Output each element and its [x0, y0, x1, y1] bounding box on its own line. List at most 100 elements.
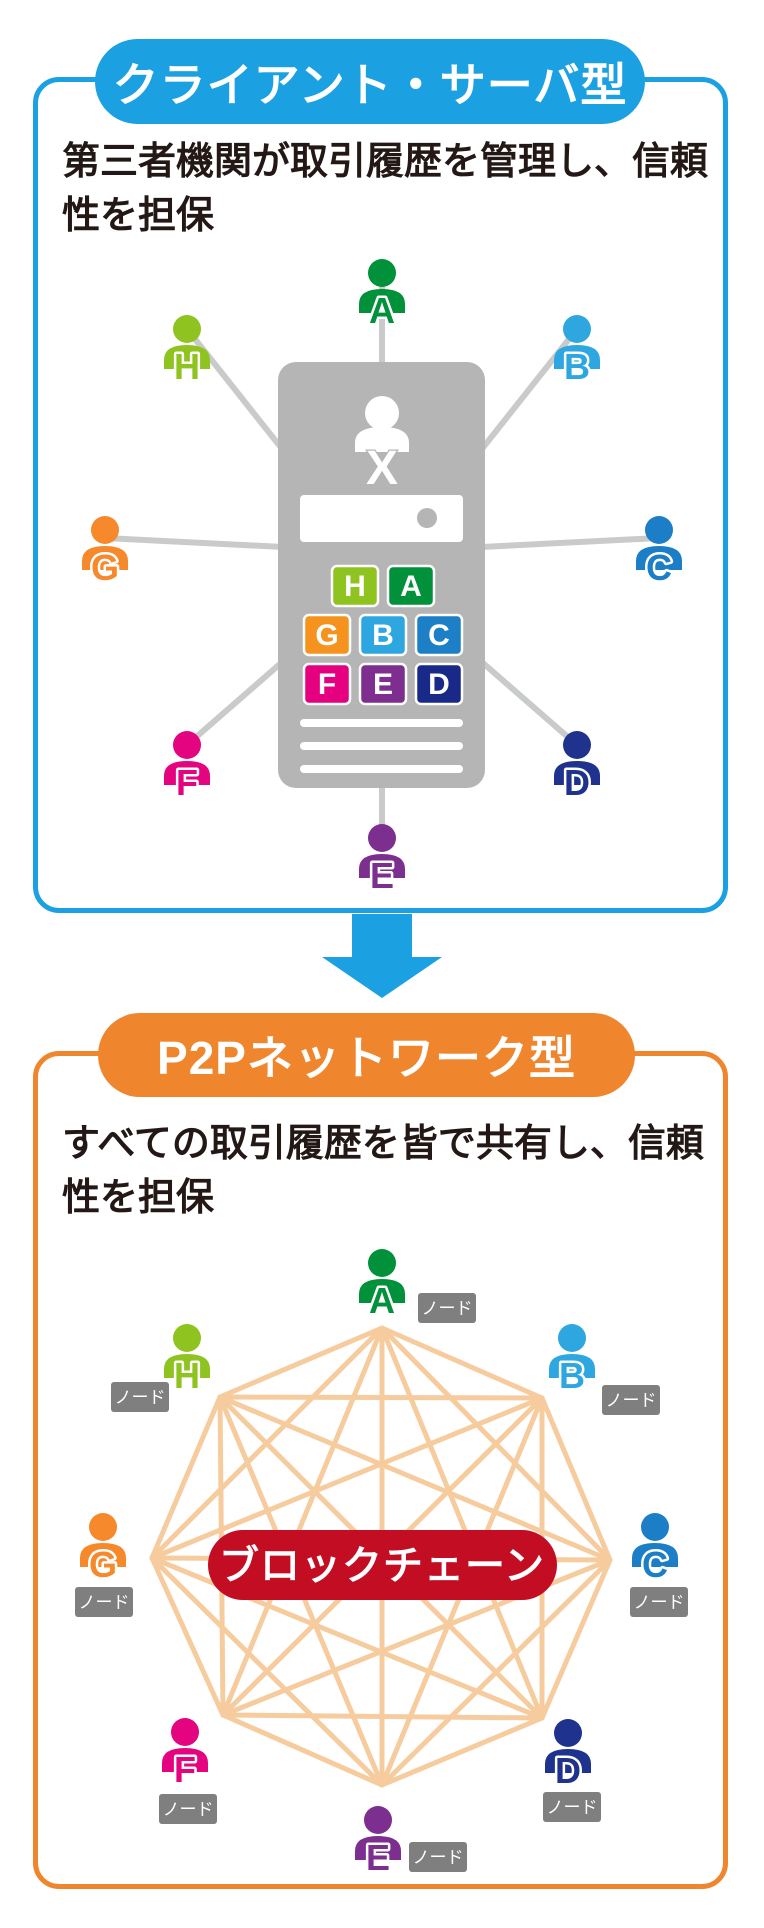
chip-f-letter: F	[318, 668, 336, 701]
chip-f-rect	[302, 662, 352, 706]
node-badge-b: ノード	[602, 1385, 660, 1415]
client-person-d: D	[554, 731, 600, 806]
node-badge-d: ノード	[543, 1792, 601, 1822]
mesh-edge	[539, 1557, 613, 1721]
blockchain-pill-bg	[208, 1530, 557, 1600]
node-badge-text: ノード	[413, 1848, 464, 1867]
mesh-edge	[217, 1394, 545, 1401]
person-body	[359, 1279, 405, 1303]
person-letter: F	[174, 1749, 196, 1790]
person-head	[368, 1249, 396, 1277]
person-head	[368, 259, 396, 287]
person-body	[164, 345, 210, 369]
mesh-edge	[220, 1712, 385, 1788]
person-body	[164, 1354, 210, 1378]
person-letter: H	[174, 1355, 200, 1396]
node-person-e: E	[355, 1806, 401, 1881]
mesh-edge	[149, 1395, 545, 1561]
person-letter: D	[564, 762, 590, 803]
node-badge-bg	[111, 1382, 169, 1412]
blockchain-pill-label: ブロックチェーン	[219, 1543, 545, 1588]
blockchain-pill: ブロックチェーン	[208, 1530, 557, 1600]
node-badge-bg	[418, 1293, 476, 1323]
person-letter: E	[370, 855, 394, 896]
chip-h-rect	[330, 564, 380, 608]
node-person-f: F	[162, 1718, 208, 1793]
mesh-edge	[149, 1394, 223, 1561]
chip-a: A	[386, 564, 436, 608]
server: X H A G B C	[278, 362, 485, 788]
person-body	[359, 854, 405, 878]
person-letter: G	[89, 1544, 117, 1585]
server-admin-label: X	[366, 442, 398, 495]
person-letter: G	[91, 547, 119, 588]
person-head	[645, 516, 673, 544]
person-head	[558, 1324, 586, 1352]
server-ledger-chips: H A G B C F E	[302, 564, 464, 706]
client-person-c: C	[636, 516, 682, 591]
p2p-header: P2Pネットワーク型	[98, 1013, 635, 1097]
node-badge-bg	[543, 1792, 601, 1822]
person-head	[173, 731, 201, 759]
person-body	[82, 546, 128, 570]
person-body	[545, 1749, 591, 1773]
chip-d-letter: D	[428, 668, 450, 701]
mesh-edge	[379, 1715, 545, 1788]
chip-e: E	[358, 662, 408, 706]
mesh-edge	[220, 1325, 385, 1718]
person-head	[89, 1513, 117, 1541]
chip-c-letter: C	[428, 619, 450, 652]
node-badge-text: ノード	[634, 1593, 685, 1612]
mesh-edge	[220, 1712, 545, 1721]
person-letter: E	[366, 1837, 390, 1878]
node-person-g: G	[80, 1513, 126, 1588]
person-head	[641, 1513, 669, 1541]
client-person-a: A	[359, 259, 405, 334]
node-labels: ノード ノード ノード ノード ノード ノード ノード ノード	[75, 1293, 688, 1872]
person-head	[364, 1806, 392, 1834]
p2p-title: P2Pネットワーク型	[157, 1032, 576, 1084]
person-head	[563, 731, 591, 759]
node-person-b: B	[549, 1324, 595, 1399]
person-body	[359, 289, 405, 313]
client-server-title: クライアント・サーバ型	[112, 58, 628, 111]
chip-c: C	[414, 613, 464, 657]
server-text-line	[300, 765, 463, 773]
server-slot-led	[417, 508, 437, 528]
client-server-header: クライアント・サーバ型	[95, 39, 645, 124]
person-body	[355, 1836, 401, 1860]
person-letter: H	[174, 346, 200, 387]
person-head	[563, 315, 591, 343]
mesh-edge	[217, 1325, 385, 1400]
server-text-line	[300, 742, 463, 750]
node-badge-text: ノード	[163, 1800, 214, 1819]
mesh-edge	[149, 1555, 226, 1718]
node-badge-bg	[602, 1385, 660, 1415]
chip-a-letter: A	[400, 570, 422, 603]
client-person-f: F	[164, 731, 210, 806]
node-badge-text: ノード	[606, 1391, 657, 1410]
person-body	[554, 345, 600, 369]
chip-a-rect	[386, 564, 436, 608]
client-person-h: H	[164, 315, 210, 390]
node-badge-bg	[75, 1587, 133, 1617]
chip-g-letter: G	[315, 619, 338, 652]
p2p-description: すべての取引履歴を皆で共有し、信頼性を担保	[62, 1123, 704, 1219]
p2p-mesh	[149, 1325, 613, 1788]
mesh-edge	[217, 1394, 613, 1563]
node-badge-bg	[159, 1794, 217, 1824]
person-head	[171, 1718, 199, 1746]
node-badge-e: ノード	[409, 1842, 467, 1872]
chip-d-rect	[414, 662, 464, 706]
chip-g: G	[302, 613, 352, 657]
person-letter: D	[555, 1750, 581, 1791]
server-admin-body	[355, 427, 409, 452]
person-head	[91, 516, 119, 544]
node-persons: A B C D E F G	[80, 1249, 678, 1881]
chip-b: B	[358, 613, 408, 657]
server-slot	[300, 495, 463, 542]
person-body	[162, 1748, 208, 1772]
chip-f: F	[302, 662, 352, 706]
person-body	[636, 546, 682, 570]
